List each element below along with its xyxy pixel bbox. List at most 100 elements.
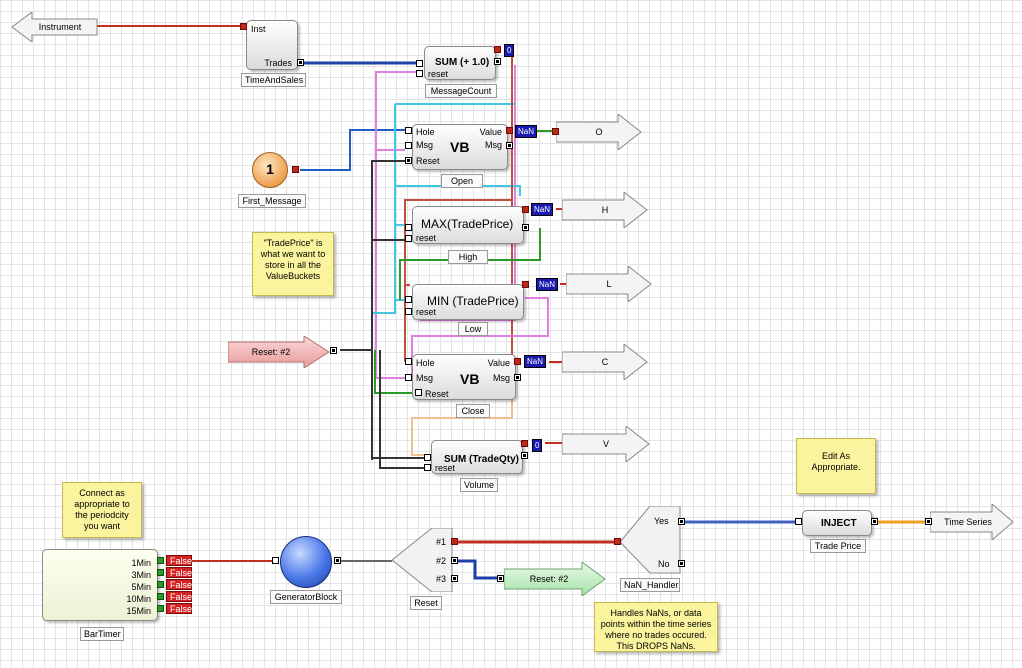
generator-out-pin[interactable] (334, 557, 341, 564)
bar-timer-pin[interactable] (157, 593, 164, 600)
message-count-in-pin[interactable] (416, 60, 423, 67)
h-output-arrow[interactable]: H (562, 192, 648, 228)
close-msg-pin[interactable] (405, 374, 412, 381)
trade-price-note[interactable]: "TradePrice" is what we want to store in… (252, 232, 334, 296)
edit-note[interactable]: Edit As Appropriate. (796, 438, 876, 494)
reset-switch-p3-pin[interactable] (451, 575, 458, 582)
instrument-arrow[interactable]: Instrument (12, 12, 98, 42)
volume-in-pin[interactable] (424, 454, 431, 461)
time-and-sales-inst-pin[interactable] (240, 23, 247, 30)
message-count-value: 0 (504, 44, 515, 57)
reset-switch-block[interactable]: #1 #2 #3 (392, 528, 454, 592)
handles-nans-note[interactable]: Handles NaNs, or data points within the … (594, 602, 718, 652)
o-output-arrow[interactable]: O (556, 114, 642, 150)
bar-timer-false-badge: False (166, 591, 192, 602)
low-title: MIN (TradePrice) (427, 294, 519, 308)
inject-in-pin[interactable] (795, 518, 802, 525)
time-series-pin[interactable] (925, 518, 932, 525)
high-msg-pin[interactable] (522, 224, 529, 231)
low-reset-pin[interactable] (405, 308, 412, 315)
generator-sphere[interactable] (280, 536, 332, 588)
reset-switch-p2-pin[interactable] (451, 557, 458, 564)
close-msg-out-label: Msg (492, 373, 510, 383)
inject-out-pin[interactable] (871, 518, 878, 525)
open-vb-block[interactable]: Hole Msg Reset Value Msg VB (412, 124, 508, 170)
reset-switch-p2-label: #2 (436, 556, 447, 566)
bar-timer-pin[interactable] (157, 605, 164, 612)
time-and-sales-trades-label: Trades (264, 58, 292, 68)
message-count-block[interactable]: SUM (+ 1.0) reset (424, 46, 496, 80)
volume-msg-pin[interactable] (521, 452, 528, 459)
bar-timer-false-badge: False (166, 579, 192, 590)
low-min-block[interactable]: MIN (TradePrice) reset (412, 284, 524, 320)
reset-output-arrow[interactable]: Reset: #2 (504, 562, 606, 596)
close-value-pin[interactable] (514, 358, 521, 365)
reset-output-pin[interactable] (497, 575, 504, 582)
inject-block[interactable]: INJECT (802, 510, 872, 536)
reset-input-arrow[interactable]: Reset: #2 (228, 336, 330, 368)
volume-value-pin[interactable] (521, 440, 528, 447)
nan-handler-block[interactable]: Yes No (620, 506, 682, 574)
reset-input-pin[interactable] (330, 347, 337, 354)
nan-handler-in-pin[interactable] (614, 538, 621, 545)
nan-handler-yes-pin[interactable] (678, 518, 685, 525)
open-msg-label: Msg (416, 140, 434, 150)
open-hole-pin[interactable] (405, 127, 412, 134)
message-count-msg-pin[interactable] (494, 58, 501, 65)
volume-caption: Volume (460, 478, 498, 492)
close-reset-pin[interactable] (415, 389, 422, 396)
high-max-block[interactable]: MAX(TradePrice) reset (412, 206, 524, 244)
close-hole-pin[interactable] (405, 358, 412, 365)
time-and-sales-block[interactable]: Inst Trades (246, 20, 298, 70)
close-vb-title: VB (460, 371, 480, 387)
o-input-pin[interactable] (552, 128, 559, 135)
open-reset-pin[interactable] (405, 157, 412, 164)
reset-switch-p1-label: #1 (436, 537, 447, 547)
c-output-arrow[interactable]: C (562, 344, 648, 380)
first-message-pin[interactable] (292, 166, 299, 173)
open-msg-out-pin[interactable] (506, 142, 513, 149)
open-value-pin[interactable] (506, 127, 513, 134)
time-and-sales-trades-pin[interactable] (297, 59, 304, 66)
reset-switch-p3-label: #3 (436, 574, 447, 584)
volume-reset-pin[interactable] (424, 464, 431, 471)
bar-timer-pin[interactable] (157, 581, 164, 588)
close-vb-block[interactable]: Hole Msg Reset Value Msg VB (412, 354, 516, 400)
connect-note[interactable]: Connect as appropriate to the periodcity… (62, 482, 142, 538)
low-value-pin[interactable] (522, 281, 529, 288)
l-label: L (606, 279, 612, 289)
open-msg-pin[interactable] (405, 142, 412, 149)
nan-handler-caption: NaN_Handler (620, 578, 680, 592)
high-reset-pin[interactable] (405, 235, 412, 242)
wire-msg-cyan (371, 103, 521, 348)
volume-sum-block[interactable]: SUM (TradeQty) reset (431, 440, 523, 474)
high-in-pin[interactable] (405, 224, 412, 231)
message-count-reset-pin[interactable] (416, 70, 423, 77)
close-caption: Close (456, 404, 490, 418)
close-msg-out-pin[interactable] (514, 374, 521, 381)
wire-reset-2 (455, 559, 498, 580)
time-series-arrow[interactable]: Time Series (930, 504, 1014, 540)
message-count-title: SUM (+ 1.0) (435, 57, 490, 68)
low-in-pin[interactable] (405, 296, 412, 303)
wire-low-pink (411, 297, 549, 378)
inject-caption: Trade Price (810, 539, 866, 553)
o-label: O (595, 127, 603, 137)
low-reset-label: reset (416, 307, 437, 317)
close-value: NaN (524, 355, 547, 368)
reset-output-label: Reset: #2 (529, 574, 569, 584)
nan-handler-no-pin[interactable] (678, 560, 685, 567)
bar-timer-pin[interactable] (157, 557, 164, 564)
open-vb-title: VB (450, 139, 470, 155)
reset-switch-p1-pin[interactable] (451, 538, 458, 545)
message-count-value-pin[interactable] (494, 46, 501, 53)
high-value-pin[interactable] (522, 206, 529, 213)
bar-timer-pin[interactable] (157, 569, 164, 576)
open-msg-out-label: Msg (484, 140, 502, 150)
close-value-label: Value (487, 358, 510, 368)
generator-in-pin[interactable] (272, 557, 279, 564)
bar-timer-block[interactable]: 1Min 3Min 5Min 10Min 15Min (42, 549, 158, 621)
l-output-arrow[interactable]: L (566, 266, 652, 302)
first-message-circle[interactable]: 1 (252, 152, 288, 188)
v-output-arrow[interactable]: V (562, 426, 650, 462)
